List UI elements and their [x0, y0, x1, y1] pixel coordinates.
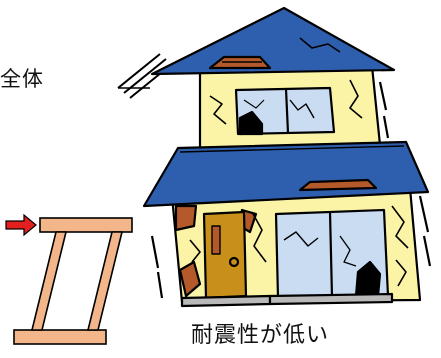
label-whole: 全体	[0, 67, 44, 91]
motion-lines-icon	[117, 53, 173, 99]
label-low-seismic-resistance: 耐震性が低い	[191, 323, 330, 348]
frame-illustration	[13, 217, 133, 345]
force-arrow-icon	[5, 213, 37, 237]
shake-lines-icon	[150, 81, 432, 299]
house-illustration	[142, 6, 430, 308]
